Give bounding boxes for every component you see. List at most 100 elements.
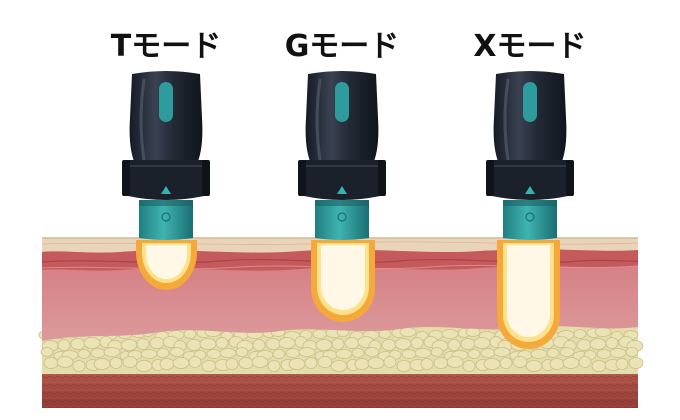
handpiece-clip-left <box>298 160 306 196</box>
fat-cell <box>183 329 197 339</box>
fat-cell <box>591 360 607 372</box>
fat-cell <box>93 358 111 370</box>
fat-cell <box>335 349 353 359</box>
fat-cell <box>219 348 237 358</box>
fat-cell <box>206 349 222 359</box>
fat-cell <box>149 337 165 349</box>
fat-cell <box>483 358 501 370</box>
handpiece-highlight <box>503 78 510 162</box>
fat-cell <box>272 349 286 359</box>
fat-cell <box>122 356 138 368</box>
fat-cell <box>433 357 449 369</box>
fat-cell <box>396 360 412 372</box>
fat-cell <box>267 360 281 372</box>
fat-cell <box>493 347 511 357</box>
fat-cell <box>609 348 627 358</box>
fat-cell <box>499 357 513 369</box>
fat-cell <box>344 337 360 349</box>
fat-cell <box>186 339 202 351</box>
fat-cell <box>235 347 249 357</box>
handpiece-t <box>122 71 210 240</box>
fat-cell <box>201 360 217 372</box>
fat-cell <box>330 360 348 372</box>
energy-zone-t-core <box>146 245 187 279</box>
fat-cell <box>120 339 138 351</box>
fat-cell <box>56 356 74 368</box>
fat-cell <box>460 338 476 350</box>
fat-cell <box>446 356 464 368</box>
fat-cell <box>135 360 153 372</box>
fat-cell <box>252 339 266 351</box>
handpiece-clip-left <box>486 160 494 196</box>
fat-cell <box>315 339 333 351</box>
fat-cell <box>441 329 459 339</box>
fat-cell <box>615 358 629 370</box>
fat-cell <box>512 356 528 368</box>
handpiece-clip-left <box>122 160 130 196</box>
cartridge-emblem-icon <box>337 212 347 222</box>
fat-cell <box>467 349 481 359</box>
cartridge-emblem-icon <box>161 212 171 222</box>
fat-cell <box>215 337 229 349</box>
fat-cell <box>172 357 190 369</box>
fat-cell <box>462 360 476 372</box>
fat-cell <box>401 349 417 359</box>
fat-cell <box>559 347 575 357</box>
fat-cell <box>238 357 254 369</box>
fat-cell <box>140 349 158 359</box>
fat-cell <box>77 349 91 359</box>
fat-cell <box>414 348 432 358</box>
handpiece-cartridge-rim <box>503 200 557 206</box>
mode-labels: Tモード Gモード Xモード <box>111 29 587 64</box>
fat-cell <box>546 348 560 358</box>
fat-cell <box>103 347 121 357</box>
handpiece-highlight <box>315 78 322 162</box>
energy-zone-x-core <box>507 245 550 337</box>
fat-cell <box>530 349 548 359</box>
fat-cell <box>298 347 316 357</box>
fat-cell <box>364 347 380 357</box>
fat-cell <box>605 337 619 349</box>
fat-cell <box>625 347 639 357</box>
triangle-marker-icon <box>337 186 347 194</box>
fat-cell <box>573 329 587 339</box>
energy-zone-g-core <box>321 245 365 310</box>
fat-cell <box>473 337 491 349</box>
fat-cell <box>265 338 281 350</box>
fat-cell <box>251 356 269 368</box>
fat-cell <box>394 338 412 350</box>
mode-label-g: Gモード <box>285 29 400 64</box>
fat-cell <box>576 339 592 351</box>
handpiece-window <box>523 82 537 122</box>
fat-cell <box>594 327 612 337</box>
fat-cell <box>285 348 301 358</box>
fat-cell <box>430 347 444 357</box>
fat-cell <box>156 348 170 358</box>
fat-cell <box>589 338 607 350</box>
fat-cell <box>480 348 496 358</box>
fat-cell <box>447 339 461 351</box>
fat-cell <box>420 358 434 370</box>
energy-zones <box>136 240 560 349</box>
triangle-marker-icon <box>161 186 171 194</box>
fat-cell <box>578 356 592 368</box>
fat-cell <box>109 357 123 369</box>
handpiece-cartridge-rim <box>139 200 193 206</box>
mode-label-x: Xモード <box>473 29 586 64</box>
handpiece-cartridge-rim <box>315 200 369 206</box>
fat-cell <box>225 358 239 370</box>
fat-cell <box>628 357 644 369</box>
fat-cell <box>549 358 565 370</box>
fat-cell <box>90 348 106 358</box>
fat-cell <box>525 360 543 372</box>
fat-cell <box>399 327 417 337</box>
handpiece-window <box>335 82 349 122</box>
fat-cell <box>383 356 397 368</box>
handpiece-clip-right <box>378 160 386 196</box>
fat-cell <box>70 338 86 350</box>
fat-cell <box>159 358 175 370</box>
fat-cell <box>57 339 71 351</box>
handpieces <box>122 71 574 240</box>
handpiece-g <box>298 71 386 240</box>
